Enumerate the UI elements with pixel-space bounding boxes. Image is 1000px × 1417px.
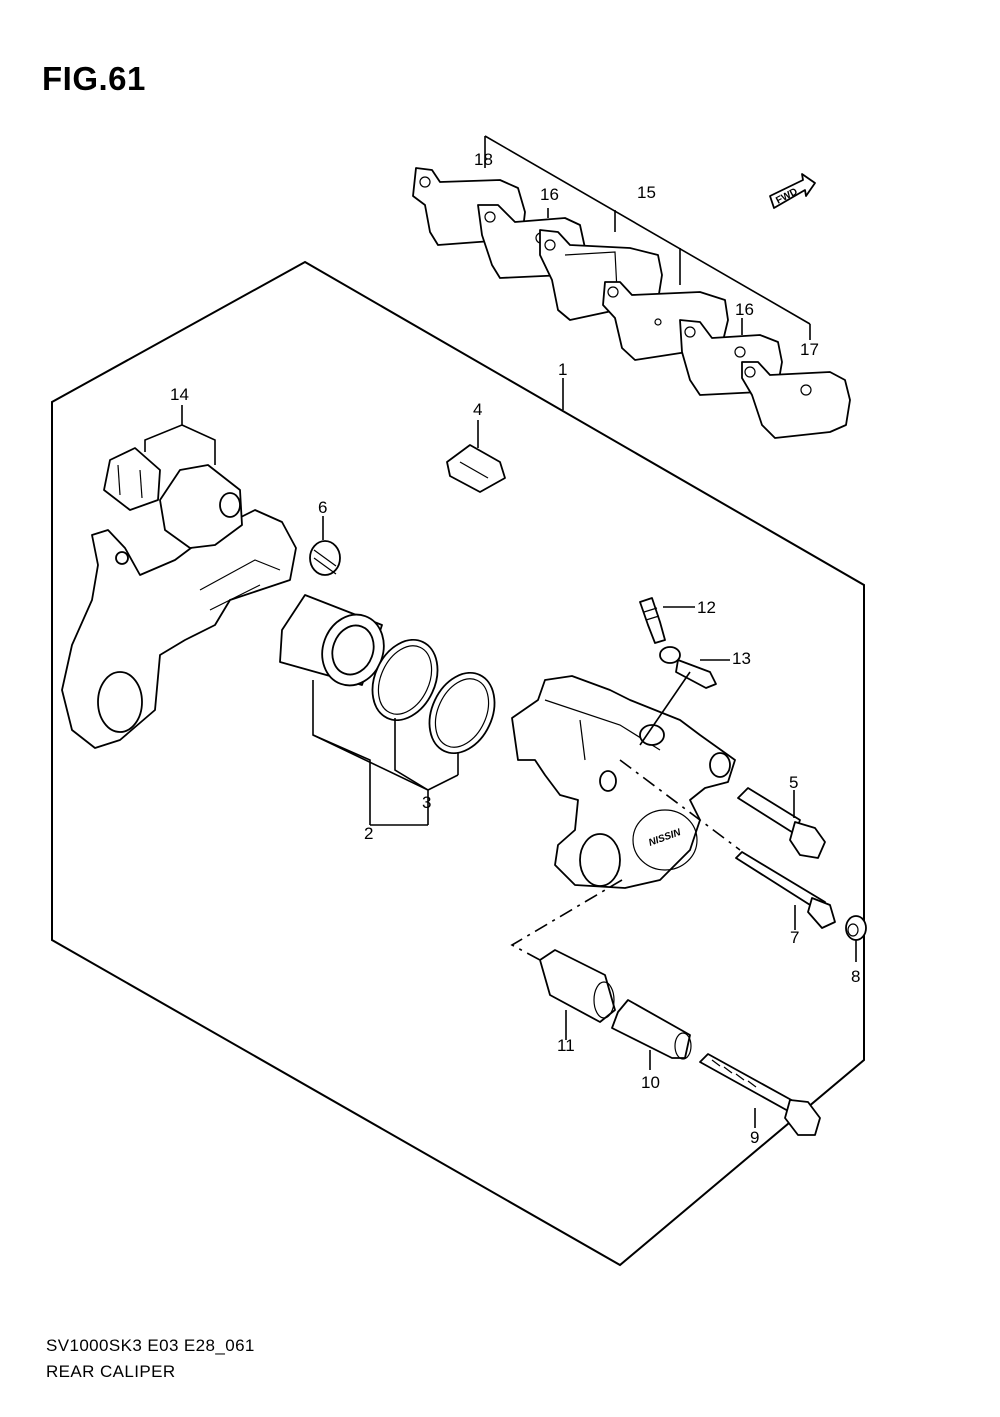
caliper-body-1: NISSIN xyxy=(511,675,736,889)
callout-8: 8 xyxy=(851,967,860,986)
pin-boot-11 xyxy=(539,949,616,1023)
forward-arrow-icon xyxy=(769,173,816,209)
leader-lines xyxy=(144,135,857,1128)
dust-seal-3 xyxy=(428,671,496,755)
figure-title: FIG.61 xyxy=(42,60,146,97)
callout-14: 14 xyxy=(170,385,189,404)
figure-caption: REAR CALIPER xyxy=(46,1362,176,1381)
callout-18: 18 xyxy=(474,150,493,169)
callout-11: 11 xyxy=(557,1036,575,1055)
slide-pin-5 xyxy=(737,787,826,859)
callout-1: 1 xyxy=(558,360,567,379)
piston-seal-3 xyxy=(371,638,439,722)
fwd-direction-marker: FWD xyxy=(769,173,816,209)
pin-plug-8 xyxy=(845,915,867,941)
bleeder-cap-6 xyxy=(309,540,341,576)
callout-7: 7 xyxy=(790,928,799,947)
pad-pin-7 xyxy=(735,851,836,929)
caliper-bracket xyxy=(61,509,297,749)
caliper-bolt-9 xyxy=(699,1053,821,1136)
callout-13: 13 xyxy=(732,649,751,668)
callout-3: 3 xyxy=(422,793,431,812)
fwd-label: FWD xyxy=(774,186,799,206)
callout-6: 6 xyxy=(318,498,327,517)
callout-labels: 18 16 15 16 17 1 14 4 6 12 13 5 3 2 7 8 … xyxy=(170,150,860,1147)
pad-shim-17 xyxy=(741,361,851,439)
pad-clip-14 xyxy=(103,447,161,511)
model-code: SV1000SK3 E03 E28_061 xyxy=(46,1336,255,1355)
callout-2: 2 xyxy=(364,824,373,843)
pin-sleeve-10 xyxy=(611,999,692,1060)
assembly-frame xyxy=(51,260,865,1267)
bracket-pin-block xyxy=(159,464,243,549)
callout-15: 15 xyxy=(637,183,656,202)
callout-12: 12 xyxy=(697,598,716,617)
callout-10: 10 xyxy=(641,1073,660,1092)
brake-pad-group xyxy=(412,167,851,439)
callout-16: 16 xyxy=(540,185,559,204)
callout-16-rear: 16 xyxy=(735,300,754,319)
figure-footer: SV1000SK3 E03 E28_061 REAR CALIPER xyxy=(46,1333,255,1385)
callout-9: 9 xyxy=(750,1128,759,1147)
callout-5: 5 xyxy=(789,773,798,792)
callout-4: 4 xyxy=(473,400,482,419)
bleeder-valve-12 xyxy=(639,597,666,644)
bleeder-washer-13 xyxy=(659,646,717,689)
caliper-piston-2 xyxy=(279,594,385,687)
pad-spring-4 xyxy=(446,444,506,493)
callout-17: 17 xyxy=(800,340,819,359)
